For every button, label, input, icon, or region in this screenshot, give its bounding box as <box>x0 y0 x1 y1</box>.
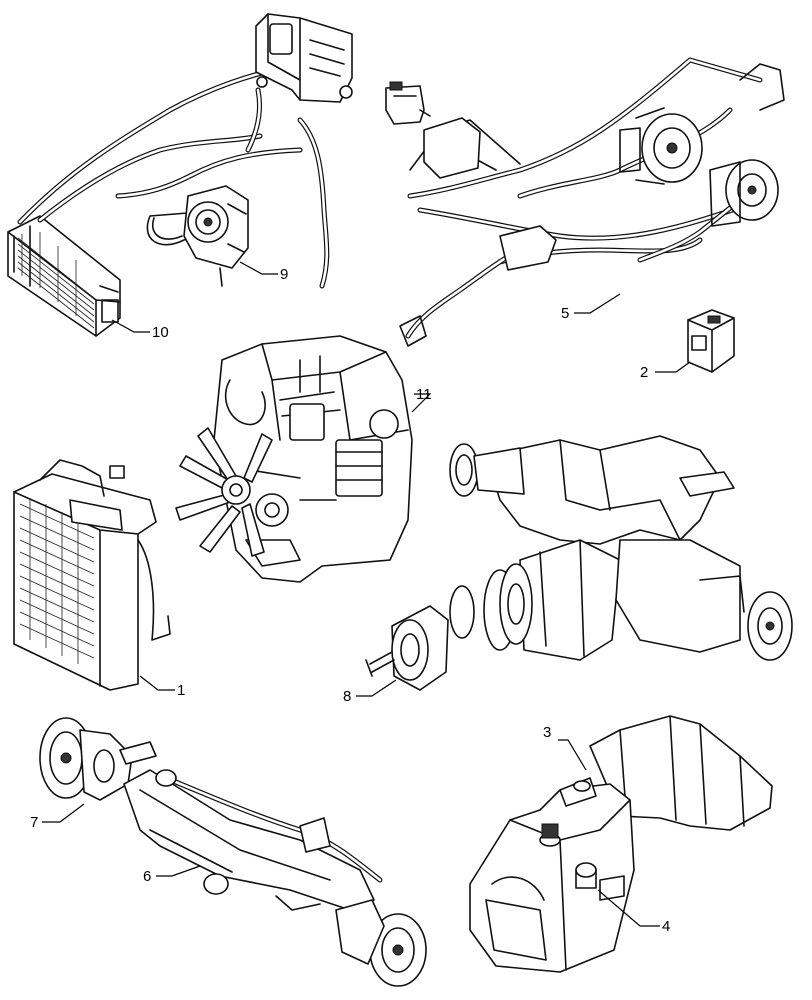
callout-10: 10 <box>152 324 169 341</box>
lines-and-harness[interactable] <box>399 57 785 347</box>
condenser[interactable] <box>7 215 121 337</box>
front-hub[interactable] <box>39 717 157 801</box>
hvac-unit[interactable] <box>255 13 353 103</box>
leader-lines <box>42 261 691 927</box>
callout-5: 5 <box>561 305 569 322</box>
callout-3: 3 <box>543 724 551 741</box>
fuel-tank[interactable] <box>469 715 773 973</box>
gear-pack <box>449 563 533 651</box>
ac-compressor[interactable] <box>146 185 249 287</box>
callout-2: 2 <box>640 364 648 381</box>
radiator[interactable] <box>13 459 171 691</box>
rear-wheel-hub-lower[interactable] <box>709 159 779 227</box>
ac-hoses[interactable] <box>17 61 330 289</box>
callout-1: 1 <box>177 682 185 699</box>
engine-fan <box>175 427 273 557</box>
callout-8: 8 <box>343 688 351 705</box>
engine[interactable] <box>175 335 413 583</box>
callout-9: 9 <box>280 266 288 283</box>
callout-4: 4 <box>662 918 670 935</box>
callout-labels: 1 2 3 4 5 6 7 8 9 10 11 <box>30 266 670 935</box>
callout-7: 7 <box>30 814 38 831</box>
reservoir[interactable] <box>385 81 431 125</box>
front-axle[interactable] <box>123 769 427 987</box>
rear-wheel-hub-upper[interactable] <box>619 107 703 185</box>
callout-11: 11 <box>416 386 432 403</box>
expansion-tank[interactable] <box>687 309 735 373</box>
rear-transmission[interactable] <box>365 435 793 691</box>
callout-6: 6 <box>143 868 151 885</box>
